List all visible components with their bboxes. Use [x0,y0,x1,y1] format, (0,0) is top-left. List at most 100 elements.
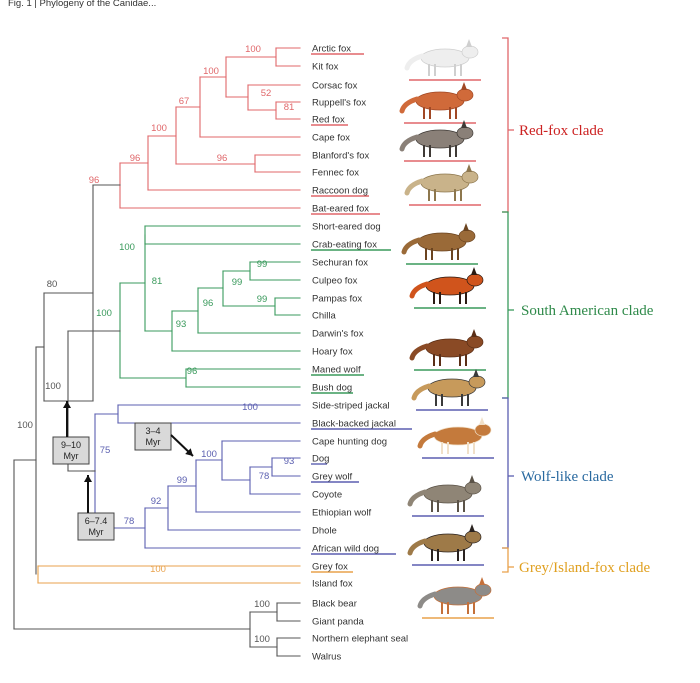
animal-ear [466,164,472,172]
raccoon-dog-illustration [399,120,476,162]
taxon-label: Coyote [312,490,342,501]
bootstrap-label: 99 [177,475,188,486]
animal-tail [404,178,425,196]
divergence-box-frame [134,422,172,451]
clade-label: Red-fox clade [519,123,604,139]
taxon-label: Giant panda [312,617,364,628]
taxon-label: Bat-eared fox [312,204,369,215]
clade-label: Grey/Island-fox clade [519,560,651,576]
animal-tail [407,489,428,507]
arrow-6-7-head [84,475,92,482]
bootstrap-label: 100 [201,449,217,460]
taxon-underlines [311,53,412,573]
taxon-label: Culpeo fox [312,276,358,287]
divergence-box-unit: Myr [64,451,79,461]
taxon-label: Raccoon dog [312,186,368,197]
clade-bracket-line [502,547,509,573]
bootstrap-label: 100 [245,44,261,55]
animal-ear [471,267,477,275]
animal-tail [409,281,430,299]
clade-bracket: Wolf-like clade [502,397,614,549]
animal-tail [399,96,420,114]
black-backed-jackal-illustration [411,369,488,411]
animal-ear [473,369,479,377]
animal-illustrations [399,39,494,619]
bush-dog-illustration [409,329,486,371]
bootstrap-label: 81 [152,276,163,287]
taxon-label: Crab-eating fox [312,240,377,251]
divergence-box-frame [77,512,115,541]
divergence-box-unit: Myr [146,437,161,447]
clade-label: Wolf-like clade [521,469,614,485]
taxon-label: Red fox [312,115,345,126]
bootstrap-label: 52 [261,88,272,99]
bootstrap-label: 96 [187,366,198,377]
animal-ear [479,577,485,585]
bootstrap-label: 99 [232,277,243,288]
bootstrap-label: 75 [100,445,111,456]
taxon-label: Chilla [312,311,336,322]
bootstrap-label: 100 [119,242,135,253]
animal-ear [469,475,475,483]
taxon-label: Cape hunting dog [312,437,387,448]
bootstrap-label: 93 [284,456,295,467]
taxon-label: Fennec fox [312,168,359,179]
taxon-label: Side-striped jackal [312,401,390,412]
bootstrap-label: 100 [254,634,270,645]
animal-tail [407,538,428,556]
divergence-box-range: 3–4 [145,426,160,436]
arrow-9-10-head [63,401,71,408]
bootstrap-label: 100 [254,599,270,610]
animal-tail [417,431,438,449]
taxon-label: Blanford's fox [312,151,370,162]
bootstrap-label: 100 [151,123,167,134]
bootstrap-label: 100 [17,420,33,431]
arctic-fox-illustration [404,39,481,81]
clade-bracket-line [502,37,509,213]
animal-ear [463,223,469,231]
caption-fragment: Fig. 1 | Phylogeny of the Canidae... [8,0,156,9]
animal-tail [399,134,420,152]
animal-tail [404,53,425,71]
maned-wolf-illustration [409,267,486,309]
animal-ear [461,120,467,128]
taxon-label: Black-backed jackal [312,419,396,430]
divergence-box-range: 9–10 [61,440,81,450]
taxon-label: Black bear [312,599,357,610]
animal-tail [417,591,438,609]
crab-eating-fox-illustration [401,223,478,265]
taxon-label: Island fox [312,579,353,590]
taxon-label: Ruppell's fox [312,98,366,109]
animal-head [458,229,476,243]
bootstrap-label: 80 [47,279,58,290]
animal-head [474,583,492,597]
clade-label: South American clade [521,303,654,319]
animal-head [468,375,486,389]
animal-tail [401,237,422,255]
bootstrap-label: 99 [257,294,268,305]
bat-eared-fox-illustration [404,164,481,206]
clade-bracket-line [502,397,509,549]
taxon-label: Kit fox [312,62,339,73]
taxon-label: Bush dog [312,383,352,394]
bootstrap-label: 96 [130,153,141,164]
bootstrap-label: 100 [45,381,61,392]
bootstrap-label: 96 [203,298,214,309]
taxon-label: Hoary fox [312,347,353,358]
animal-ear [479,417,485,425]
animal-head [464,530,482,544]
bootstrap-label: 96 [89,175,100,186]
bootstrap-label: 99 [257,259,268,270]
animal-ear [466,39,472,47]
taxon-label: Sechuran fox [312,258,368,269]
dog-illustration [417,417,494,459]
animal-ear [469,524,475,532]
bootstrap-label: 100 [96,308,112,319]
taxon-label: Darwin's fox [312,329,364,340]
animal-head [456,126,474,140]
